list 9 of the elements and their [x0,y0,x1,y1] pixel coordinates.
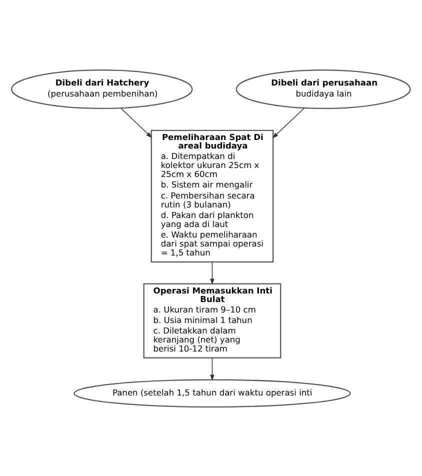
node-ellipse: Dibeli dari perusahaan budidaya lain [236,68,411,109]
node-ellipse: Panen (setelah 1,5 tahun dari waktu operasi inti [74,378,351,408]
arrow [120,107,152,138]
node-box: Operasi Memasukkan Inti Bulat a. Ukuran tiram 9–10 cm b. Usia minimal 1 tahun c. Diletakkan dalam keranjang (net) yang berisi 10-12 tiram [143,282,282,358]
arrow [210,261,214,284]
node-box: Pemeliharaan Spat Di areal budidaya a. Ditempatkan di kolektor ukuran 25cm x 25cm x 60cm b. Sistem air mengalir c. Pembersihan secara rutin (3 bulanan) d. Pakan dari plankton yang ada di laut e. Waktu pemeliharaan dari spat sampai operasi = 1,5 tahun [150,129,274,262]
node-ellipse: Dibeli dari Hatchery (perusahaan pembenihan) [11,68,193,109]
arrow [210,357,214,380]
arrow [272,107,305,138]
